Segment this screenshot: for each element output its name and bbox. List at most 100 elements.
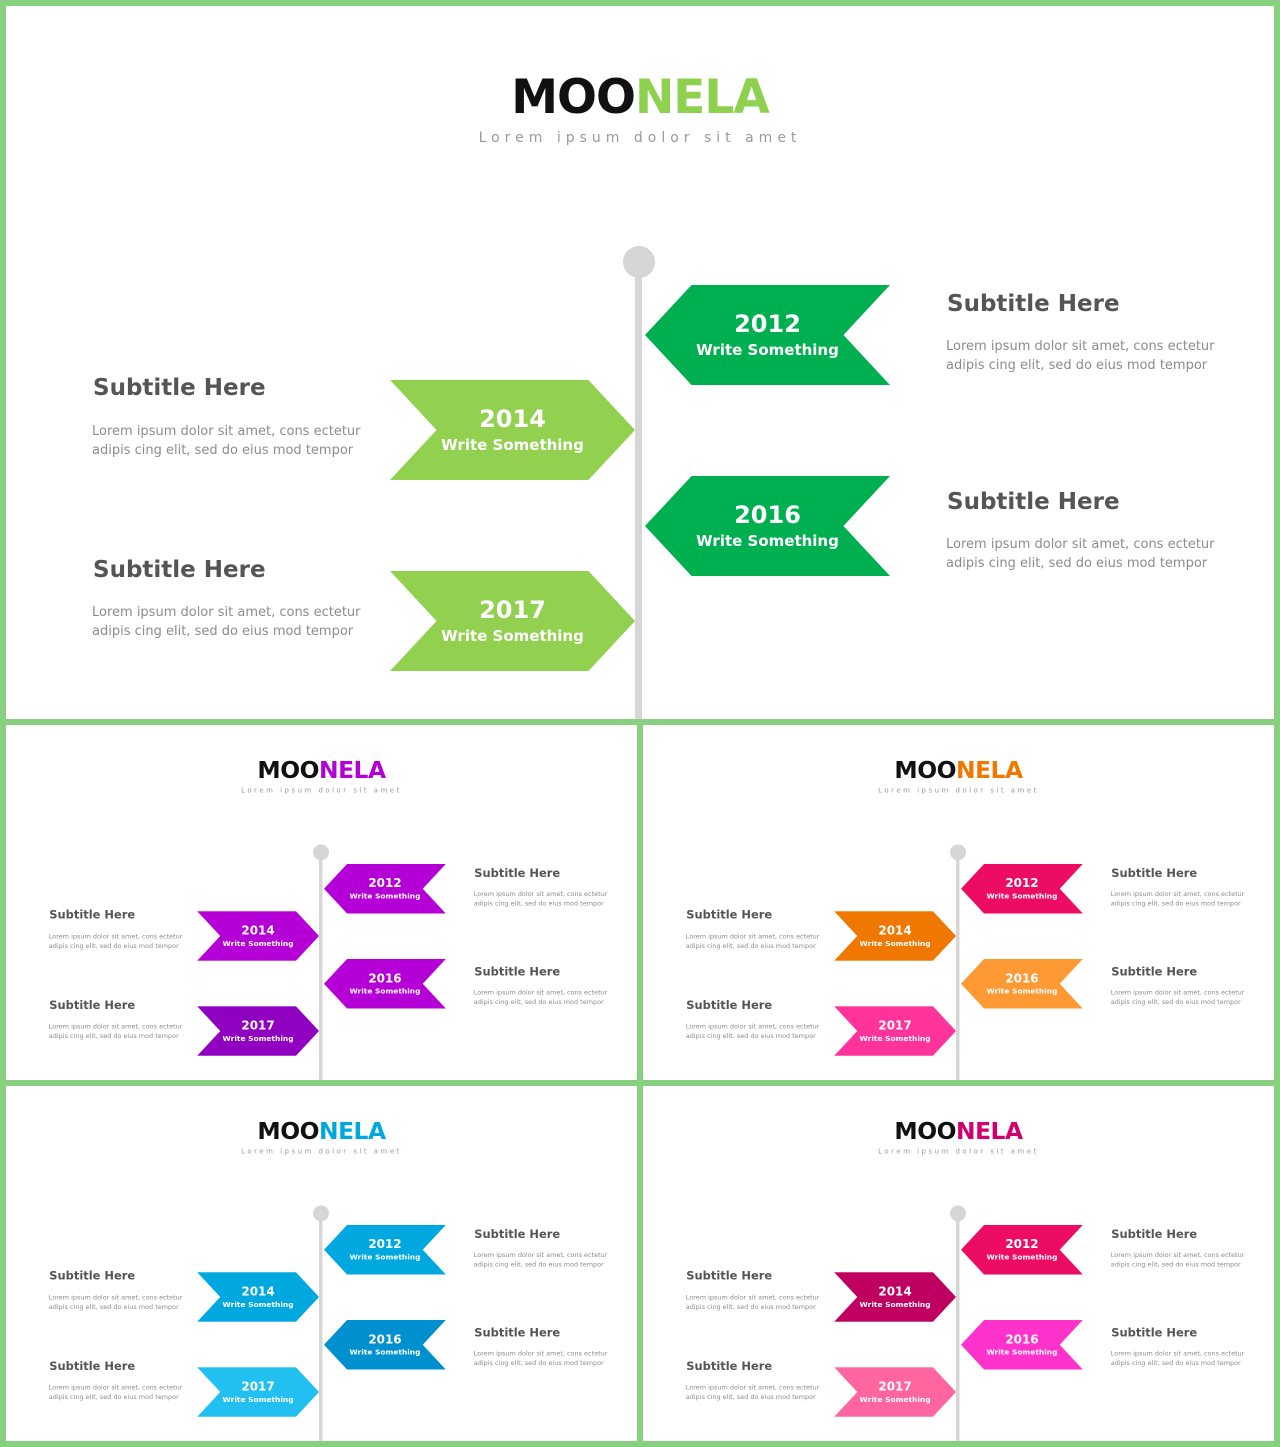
slide-canvas: MOONELA Lorem ipsum dolor sit amet 2012 … (6, 6, 1274, 719)
description-2016: Lorem ipsum dolor sit amet, cons ectetur… (1111, 988, 1250, 1007)
sign-2012: 2012 Write Something (960, 1224, 1083, 1275)
description-line: adipis cing elit, sed do eius mod tempor (946, 556, 1208, 571)
slide-4: MOONELA Lorem ipsum dolor sit amet 2012 … (6, 1086, 637, 1441)
subtitle-2016: Subtitle Here (1111, 1326, 1198, 1340)
description-2012: Lorem ipsum dolor sit amet, cons ectetur… (1111, 1251, 1250, 1270)
description-line: adipis cing elit, sed do eius mod tempor (48, 1032, 179, 1041)
slide-canvas: MOONELA Lorem ipsum dolor sit amet 2012 … (643, 725, 1274, 1080)
description-line: adipis cing elit, sed do eius mod tempor (1110, 998, 1241, 1007)
brand-part-a: MOO (894, 1117, 956, 1146)
description-2012: Lorem ipsum dolor sit amet, cons ectetur… (474, 890, 613, 909)
description-line: adipis cing elit, sed do eius mod tempor (1110, 900, 1241, 908)
brand-tagline: Lorem ipsum dolor sit amet (241, 1147, 402, 1156)
brand-part-b: NELA (318, 1117, 386, 1146)
sign-year: 2017 (878, 1018, 912, 1033)
slide-canvas: MOONELA Lorem ipsum dolor sit amet 2012 … (6, 725, 637, 1080)
slide-5: MOONELA Lorem ipsum dolor sit amet 2012 … (643, 1086, 1274, 1441)
description-2016: Lorem ipsum dolor sit amet, cons ectetur… (474, 988, 613, 1007)
timeline-pole (956, 855, 960, 1080)
sign-2012: 2012 Write Something (323, 1224, 446, 1275)
sign-2016: 2016 Write Something (960, 1319, 1083, 1370)
sign-caption: Write Something (986, 1347, 1058, 1357)
description-line: Lorem ipsum dolor sit amet, cons ectetur (473, 1350, 608, 1358)
sign-2012: 2012 Write Something (645, 285, 890, 385)
description-line: adipis cing elit, sed do eius mod tempor (92, 624, 354, 639)
sign-caption: Write Something (986, 891, 1058, 901)
brand-title: MOONELA (6, 1118, 637, 1145)
description-line: Lorem ipsum dolor sit amet, cons ectetur (685, 933, 820, 941)
sign-2016: 2016 Write Something (960, 958, 1083, 1009)
description-2012: Lorem ipsum dolor sit amet, cons ectetur… (946, 337, 1226, 375)
brand-part-b: NELA (955, 1117, 1023, 1146)
sign-year: 2014 (241, 923, 275, 938)
sign-2012: 2012 Write Something (323, 863, 446, 914)
subtitle-2014: Subtitle Here (686, 1269, 773, 1283)
sign-caption: Write Something (222, 1034, 294, 1043)
description-line: adipis cing elit, sed do eius mod tempor (48, 942, 179, 950)
subtitle-2017: Subtitle Here (49, 999, 136, 1013)
slide-3: MOONELA Lorem ipsum dolor sit amet 2012 … (643, 725, 1274, 1080)
sign-year: 2017 (878, 1379, 912, 1394)
slide-2: MOONELA Lorem ipsum dolor sit amet 2012 … (6, 725, 637, 1080)
sign-year: 2012 (368, 1237, 402, 1252)
description-line: Lorem ipsum dolor sit amet, cons ectetur (48, 933, 183, 941)
description-line: adipis cing elit, sed do eius mod tempor (48, 1303, 179, 1311)
subtitle-2014: Subtitle Here (93, 375, 266, 401)
subtitle-2016: Subtitle Here (1111, 965, 1198, 979)
sign-caption: Write Something (222, 938, 294, 948)
subtitle-2016: Subtitle Here (474, 965, 561, 979)
sign-2016: 2016 Write Something (645, 476, 890, 576)
timeline-pole-knob (950, 1205, 966, 1222)
subtitle-2012: Subtitle Here (474, 866, 561, 880)
description-line: Lorem ipsum dolor sit amet, cons ectetur (1110, 1350, 1245, 1358)
sign-2014: 2014 Write Something (834, 911, 957, 961)
sign-year: 2016 (734, 501, 801, 529)
timeline-pole (635, 268, 642, 719)
brand-part-a: MOO (257, 756, 319, 785)
description-line: Lorem ipsum dolor sit amet, cons ectetur (473, 989, 608, 997)
sign-caption: Write Something (349, 1252, 421, 1262)
description-line: Lorem ipsum dolor sit amet, cons ectetur (48, 1294, 183, 1302)
description-line: adipis cing elit, sed do eius mod tempor (946, 358, 1208, 373)
description-2017: Lorem ipsum dolor sit amet, cons ectetur… (686, 1022, 825, 1041)
sign-year: 2016 (368, 1332, 402, 1347)
description-line: adipis cing elit, sed do eius mod tempor (48, 1393, 179, 1402)
sign-2016: 2016 Write Something (323, 1319, 446, 1370)
description-2012: Lorem ipsum dolor sit amet, cons ectetur… (474, 1251, 613, 1270)
description-line: Lorem ipsum dolor sit amet, cons ectetur (685, 1384, 820, 1392)
sign-year: 2016 (1005, 971, 1039, 986)
brand-part-a: MOO (511, 70, 636, 125)
subtitle-2017: Subtitle Here (686, 1360, 773, 1374)
sign-caption: Write Something (859, 1034, 931, 1043)
sign-2012: 2012 Write Something (960, 863, 1083, 914)
description-line: adipis cing elit, sed do eius mod tempor (92, 443, 354, 458)
sign-year: 2014 (479, 405, 546, 433)
brand-title: MOONELA (6, 70, 1274, 125)
description-2017: Lorem ipsum dolor sit amet, cons ectetur… (92, 603, 372, 641)
sign-caption: Write Something (859, 1395, 931, 1404)
description-line: adipis cing elit, sed do eius mod tempor (685, 1393, 816, 1402)
description-line: adipis cing elit, sed do eius mod tempor (473, 1261, 604, 1269)
description-line: adipis cing elit, sed do eius mod tempor (685, 1303, 816, 1311)
description-line: adipis cing elit, sed do eius mod tempor (1110, 1359, 1241, 1368)
subtitle-2012: Subtitle Here (947, 291, 1120, 317)
description-2014: Lorem ipsum dolor sit amet, cons ectetur… (686, 1293, 825, 1312)
sign-caption: Write Something (349, 891, 421, 901)
timeline-pole-knob (623, 246, 655, 278)
sign-year: 2017 (241, 1379, 275, 1394)
sign-year: 2012 (1005, 876, 1039, 891)
subtitle-2017: Subtitle Here (49, 1360, 136, 1374)
sign-2017: 2017 Write Something (834, 1006, 957, 1056)
description-2016: Lorem ipsum dolor sit amet, cons ectetur… (1111, 1349, 1250, 1368)
description-2017: Lorem ipsum dolor sit amet, cons ectetur… (686, 1383, 825, 1402)
sign-year: 2014 (878, 923, 912, 938)
slide-canvas: MOONELA Lorem ipsum dolor sit amet 2012 … (6, 1086, 637, 1441)
sign-caption: Write Something (859, 938, 931, 948)
description-line: Lorem ipsum dolor sit amet, cons ectetur (685, 1023, 820, 1031)
sign-year: 2014 (241, 1284, 275, 1299)
brand-part-b: NELA (318, 756, 386, 785)
sign-year: 2016 (368, 971, 402, 986)
description-line: adipis cing elit, sed do eius mod tempor (473, 900, 604, 908)
brand-part-a: MOO (894, 756, 956, 785)
brand-tagline: Lorem ipsum dolor sit amet (478, 130, 802, 146)
